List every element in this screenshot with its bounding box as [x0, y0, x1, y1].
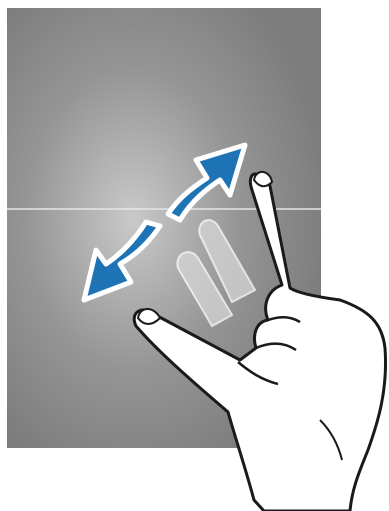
pinch-zoom-illustration [0, 0, 389, 511]
